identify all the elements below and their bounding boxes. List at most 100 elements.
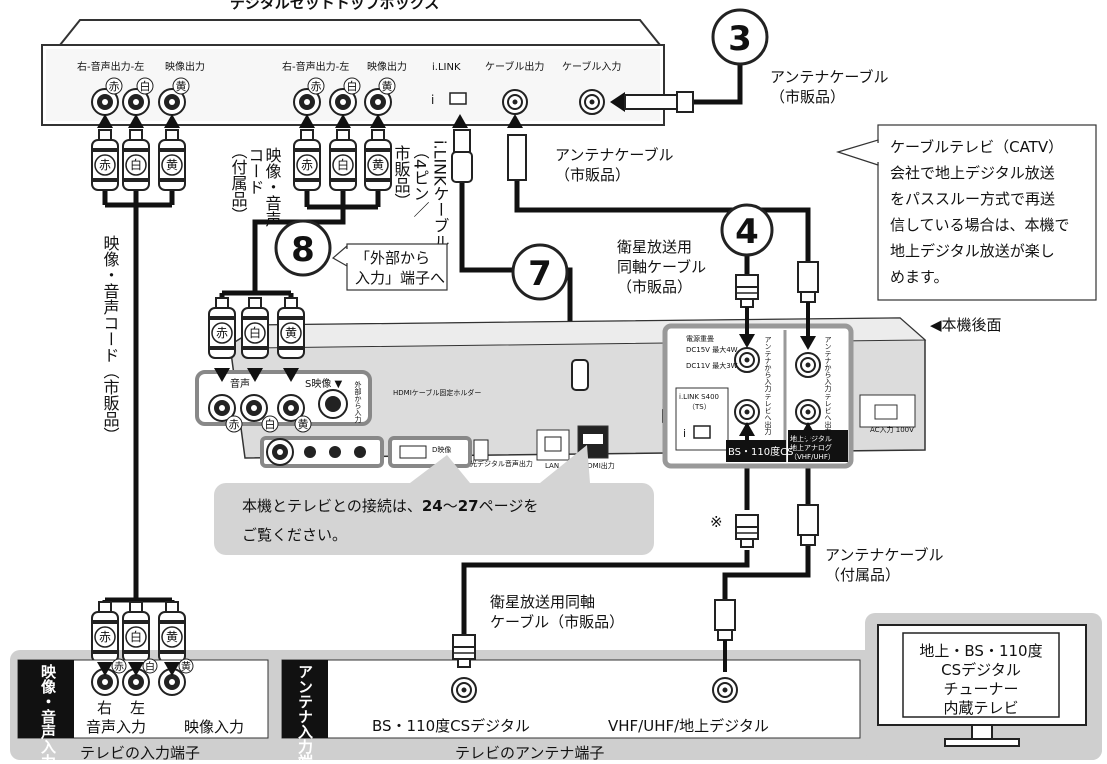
plug-tag-white: 白 <box>249 325 261 340</box>
tv-antenna-box <box>281 659 861 739</box>
plug-tag-yellow: 黄 <box>166 630 178 644</box>
stb-port-label: 映像出力 <box>165 60 205 73</box>
catv-note-line: をパススルー方式で再送 <box>890 190 1055 208</box>
antenna-cable-label: アンテナケーブル <box>770 68 889 86</box>
plug-tag-white: 白 <box>130 157 142 172</box>
rec-ext-input-label: 外部から入力 <box>354 380 362 424</box>
catv-note-line: 会社で地上デジタル放送 <box>890 164 1055 182</box>
ac-input-label: AC入力 100V <box>870 425 914 434</box>
ilink-cable-vertical-label: i.LINKケーブル <box>431 140 450 250</box>
bs-cs-label: BS・110度CS <box>728 445 793 458</box>
svg-text:i: i <box>431 93 434 107</box>
plug-tag-white: 白 <box>337 157 349 172</box>
tv-audio-in-label: 音声入力 <box>86 718 146 736</box>
plug-tag-red: 赤 <box>301 158 313 172</box>
ilink-ts-label: （TS） <box>688 403 711 411</box>
tv-icon <box>877 624 1087 747</box>
plug-tag-red: 赤 <box>216 326 228 340</box>
antenna-cable-label: アンテナケーブル <box>825 546 944 564</box>
antenna-in-label: アンテナから入力 <box>824 336 832 393</box>
tv-icon-text: 地上・BS・110度 <box>919 642 1042 660</box>
rec-s-video-label: S映像 ▼ <box>305 378 343 390</box>
antenna-plug-tv <box>714 599 736 672</box>
tv-vhf-label: VHF/UHF/地上デジタル <box>608 717 769 735</box>
svg-text:i: i <box>683 427 686 440</box>
sat-coax-label: 衛星放送用同軸 <box>490 593 595 611</box>
connect-note-page: 24 <box>422 497 443 515</box>
antenna-cable-label: （市販品） <box>555 166 630 184</box>
power-label: DC11V 最大3W <box>686 361 738 370</box>
plug-tag-red: 赤 <box>109 80 120 93</box>
plug-tag-red: 赤 <box>99 158 111 172</box>
step-number: 3 <box>728 19 752 59</box>
plug-tag-white: 白 <box>265 417 276 431</box>
connect-note-callout <box>214 445 654 555</box>
antenna-plug-mid <box>797 504 819 546</box>
power-label: DC15V 最大4W <box>686 345 738 354</box>
plug-tag-red: 赤 <box>229 418 240 431</box>
av-cord-vertical-label: 映像・音声 <box>263 147 282 227</box>
ilink-plug-top <box>451 129 473 183</box>
plug-tag-yellow: 黄 <box>166 158 178 172</box>
tv-video-in-label: 映像入力 <box>184 718 244 736</box>
catv-note-line: 地上デジタル放送が楽し <box>890 242 1055 260</box>
catv-note-line: ケーブルテレビ（CATV） <box>890 138 1063 156</box>
stb-ilink-port: i <box>431 92 467 107</box>
plug-tag-yellow: 黄 <box>298 417 309 431</box>
tv-input-caption: テレビの入力端子 <box>80 744 200 762</box>
catv-note-box <box>835 124 1097 301</box>
plug-tag-yellow: 黄 <box>285 326 297 340</box>
connect-note-page: 27 <box>458 497 479 515</box>
hdmi-holder-label: HDMIケーブル固定ホルダー <box>393 388 481 397</box>
optical-out-label: 光デジタル音声出力 <box>470 459 533 468</box>
connect-note-tilde: 〜 <box>443 497 458 515</box>
tv-input-box <box>17 659 269 739</box>
step-4-badge: 4 <box>720 203 774 257</box>
power-label: 電源重畳 <box>686 334 714 343</box>
plug-tag-yellow: 黄 <box>181 660 191 673</box>
asterisk-note: ※ <box>710 513 723 531</box>
coax-plug-stb-in <box>610 91 694 113</box>
tv-antenna-caption: テレビのアンテナ端子 <box>455 744 604 762</box>
tv-antenna-side-label: アンテナ入力端子 <box>296 664 314 764</box>
vhf-uhf-label: （VHF/UHF） <box>790 453 835 461</box>
rear-panel-label: ◀本機後面 <box>930 316 1002 334</box>
step-number: 7 <box>528 254 552 294</box>
external-input-panel <box>195 370 372 426</box>
plug-tag-white: 白 <box>145 660 155 673</box>
plug-tag-yellow: 黄 <box>176 79 187 93</box>
tv-input-side-label: 映像・音声入力端子 <box>39 663 57 764</box>
tv-bs-cs-label: BS・110度CSデジタル <box>372 717 530 735</box>
stb-port-label: i.LINK <box>432 62 461 73</box>
plug-tag-red: 赤 <box>99 630 111 644</box>
plug-tag-yellow: 黄 <box>382 79 393 93</box>
av-plugs-recorder <box>208 297 305 382</box>
antenna-plug-in <box>797 261 819 350</box>
av-cord-vertical-label: （付属品） <box>229 143 248 223</box>
stb-port-label: 映像出力 <box>367 60 407 73</box>
tv-left-label: 左 <box>130 699 145 717</box>
d-video-label: D映像 <box>432 445 451 454</box>
plug-tag-white: 白 <box>130 629 142 644</box>
connect-note-line2: ご覧ください。 <box>242 526 347 544</box>
connect-note-post: ページを <box>479 497 539 515</box>
external-input-label: 「外部から <box>355 249 430 267</box>
sat-coax-label: ケーブル（市販品） <box>490 613 624 631</box>
plug-tag-white: 白 <box>347 79 358 93</box>
step-8-badge: 8 <box>274 219 332 277</box>
av-cord-vertical-label: 映像・音声コード（市販品） <box>101 235 120 443</box>
coax-plug-stb-out <box>507 134 527 181</box>
connect-note-line1: 本機とテレビとの接続は、24〜27ページを <box>242 497 538 515</box>
plug-tag-yellow: 黄 <box>372 158 384 172</box>
tv-out-label: テレビへ出力 <box>764 393 772 436</box>
antenna-in-label: アンテナから入力 <box>764 336 772 393</box>
sat-coax-plug-mid <box>735 514 759 548</box>
stb-cable-out-jack <box>502 89 528 115</box>
catv-note-line: めます。 <box>890 268 949 286</box>
catv-note-line: 信している場合は、本機で <box>890 216 1070 234</box>
step-3-badge: 3 <box>711 8 769 66</box>
tv-icon-text: チューナー <box>943 680 1018 698</box>
sat-coax-label: （市販品） <box>617 278 692 296</box>
antenna-cable-label: （市販品） <box>770 88 845 106</box>
